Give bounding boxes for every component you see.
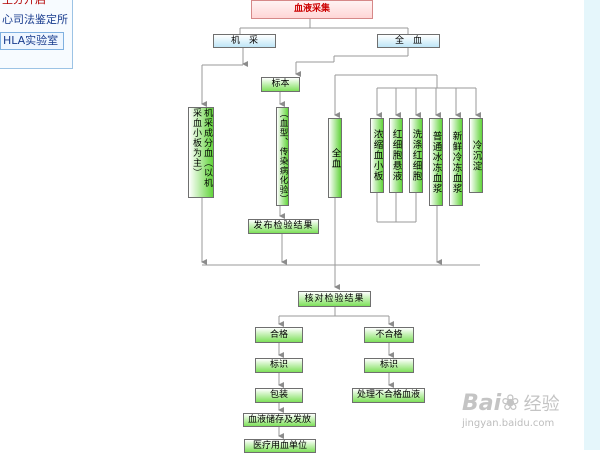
node-packaging: 包装 bbox=[255, 388, 303, 403]
node-sample: 标本 bbox=[261, 77, 300, 92]
node-publish-results: 发布检验结果 bbox=[248, 219, 319, 234]
node-component-0: 浓缩血小板 bbox=[370, 118, 384, 193]
node-label-left: 标识 bbox=[255, 358, 303, 373]
node-label-right: 标识 bbox=[364, 358, 414, 373]
node-machine-collection: 机 采 bbox=[213, 34, 276, 48]
node-unqualified: 不合格 bbox=[364, 327, 414, 343]
node-whole-blood-top: 全 血 bbox=[377, 34, 440, 48]
node-qualified: 合格 bbox=[255, 327, 303, 343]
watermark-brand: Bai bbox=[462, 391, 502, 416]
node-component-4: 新鲜冷冻血浆 bbox=[449, 118, 463, 206]
node-check-results: 核对检验结果 bbox=[298, 291, 371, 307]
sidebar-item-hla[interactable]: HLA实验室 bbox=[0, 32, 64, 50]
node-hospital-units: 医疗用血单位 bbox=[244, 439, 316, 453]
node-component-3: 普通冰冻血浆 bbox=[429, 118, 443, 206]
node-component-2: 洗涤红细胞 bbox=[409, 118, 423, 193]
right-scroll-strip bbox=[584, 0, 600, 450]
node-dispose-unqualified: 处理不合格血液 bbox=[352, 388, 425, 403]
node-component-1: 红细胞悬液 bbox=[389, 118, 403, 193]
paw-icon: ❀ bbox=[501, 391, 520, 416]
node-storage-dispatch: 血液储存及发放 bbox=[243, 413, 316, 427]
sidebar: 生分开启 心司法鉴定所 HLA实验室 bbox=[0, 0, 73, 69]
baidu-watermark: Bai❀经验 bbox=[462, 390, 560, 416]
node-component-5: 冷沉淀 bbox=[469, 118, 483, 193]
node-machine-split-components: 机采成分血（以机采血小板为主） bbox=[188, 107, 214, 198]
sidebar-item-top[interactable]: 生分开启 bbox=[0, 0, 64, 8]
node-blood-test: （血型、传染病化验） bbox=[276, 107, 289, 206]
watermark-url: jingyan.baidu.com bbox=[462, 418, 555, 429]
watermark-brand-2: 经验 bbox=[523, 394, 560, 415]
sidebar-item-forensic[interactable]: 心司法鉴定所 bbox=[2, 13, 68, 26]
node-blood-collection: 血液采集 bbox=[251, 0, 373, 19]
node-whole-blood: 全血 bbox=[328, 118, 342, 198]
